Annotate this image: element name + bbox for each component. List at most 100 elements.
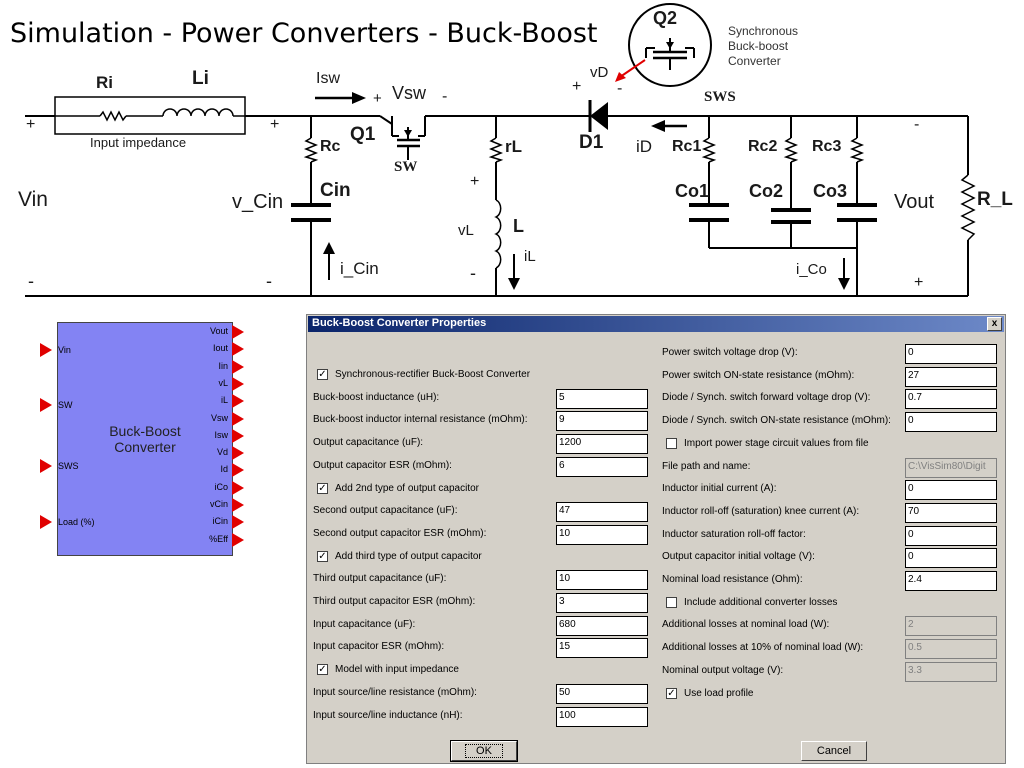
label-vl: vL — [458, 222, 474, 239]
field-row: Second output capacitor ESR (mOhm): 10 — [313, 524, 653, 545]
label-input-impedance: Input impedance — [90, 135, 187, 150]
field-label: Diode / Synch. switch forward voltage dr… — [662, 392, 871, 404]
text-field[interactable]: 0 — [905, 480, 997, 501]
text-field[interactable]: 0 — [905, 548, 997, 569]
output-port-pin[interactable] — [232, 463, 244, 478]
checkbox[interactable]: ✓ — [666, 687, 677, 699]
text-field: 3.3 — [905, 661, 997, 682]
label-rc: Rc — [320, 138, 341, 155]
output-port-pin[interactable] — [232, 359, 244, 374]
field-label: Output capacitor initial voltage (V): — [662, 551, 815, 563]
checkbox-label[interactable]: Use load profile — [684, 687, 754, 699]
text-field[interactable]: 3 — [556, 593, 648, 613]
field-row: Nominal output voltage (V):3.3 — [662, 661, 1002, 682]
output-port-label: Isw — [214, 429, 229, 440]
text-field[interactable]: 10 — [556, 570, 648, 591]
field-label: Second output capacitor ESR (mOhm): — [313, 527, 487, 539]
q2-caption-line2: Buck-boost — [728, 39, 789, 53]
input-port-label: SWS — [58, 461, 79, 471]
text-field[interactable]: 6 — [556, 456, 648, 477]
field-label: Second output capacitance (uF): — [313, 505, 458, 517]
input-port-pin[interactable] — [40, 398, 52, 412]
input-port-pin[interactable] — [40, 343, 52, 357]
checkbox-label[interactable]: Add third type of output capacitor — [335, 550, 482, 562]
text-field[interactable]: 0.7 — [905, 389, 997, 410]
label-rc3: Rc3 — [812, 138, 842, 155]
output-port-pin[interactable] — [232, 480, 244, 495]
ok-button[interactable]: OK — [450, 740, 518, 762]
checkbox-row: ✓ Synchronous-rectifier Buck-Boost Conver… — [313, 366, 653, 386]
field-row: Inductor saturation roll-off factor:0 — [662, 525, 1002, 546]
checkbox[interactable] — [666, 596, 677, 608]
dialog-title: Buck-Boost Converter Properties — [312, 317, 487, 329]
field-label: Buck-boost inductance (uH): — [313, 391, 440, 403]
field-row: Third output capacitance (uF): 10 — [313, 570, 653, 591]
cancel-button[interactable]: Cancel — [801, 741, 867, 761]
field-row: Power switch ON-state resistance (mOhm):… — [662, 366, 1002, 387]
output-port-pin[interactable] — [232, 394, 244, 409]
label-vd: vD — [590, 64, 609, 81]
input-port-pin[interactable] — [40, 459, 52, 473]
text-field[interactable]: 47 — [556, 502, 648, 523]
text-field[interactable]: 0 — [905, 525, 997, 546]
output-port-pin[interactable] — [232, 342, 244, 357]
output-port-pin[interactable] — [232, 411, 244, 426]
label-il: iL — [524, 248, 536, 265]
text-field[interactable]: 0 — [905, 412, 997, 433]
text-field[interactable]: 5 — [556, 388, 648, 409]
checkbox-label[interactable]: Import power stage circuit values from f… — [684, 437, 869, 449]
text-field[interactable]: 70 — [905, 502, 997, 523]
checkbox[interactable]: ✓ — [317, 369, 328, 380]
text-field[interactable]: 10 — [556, 524, 648, 545]
field-row: Additional losses at nominal load (W):2 — [662, 616, 1002, 637]
dialog-titlebar[interactable]: Buck-Boost Converter Properties x — [308, 316, 1004, 332]
label-vin: Vin — [18, 188, 48, 211]
field-label: Third output capacitance (uF): — [313, 573, 447, 585]
checkbox[interactable] — [666, 437, 677, 449]
checkbox-label[interactable]: Model with input impedance — [335, 664, 459, 676]
output-port-pin[interactable] — [232, 515, 244, 530]
text-field[interactable]: 27 — [905, 366, 997, 387]
ok-button-label: OK — [465, 744, 503, 758]
text-field[interactable]: 50 — [556, 683, 648, 704]
output-port-pin[interactable] — [232, 498, 244, 512]
text-field[interactable]: 15 — [556, 638, 648, 659]
text-field[interactable]: 680 — [556, 615, 648, 636]
output-port-label: Id — [220, 464, 228, 475]
checkbox[interactable]: ✓ — [317, 550, 328, 562]
text-field[interactable]: 100 — [556, 706, 648, 727]
output-port-pin[interactable] — [232, 428, 244, 443]
label-vout-minus: - — [914, 116, 920, 133]
checkbox[interactable]: ✓ — [317, 664, 328, 676]
checkbox-label[interactable]: Synchronous-rectifier Buck-Boost Convert… — [335, 369, 531, 380]
label-ri: Ri — [96, 73, 113, 92]
input-port-label: Vin — [58, 345, 71, 355]
checkbox[interactable]: ✓ — [317, 482, 328, 494]
block-title-line2: Converter — [114, 439, 176, 455]
label-l-plus: + — [470, 173, 480, 190]
field-label: Input capacitance (uF): — [313, 618, 416, 630]
checkbox-label[interactable]: Include additional converter losses — [684, 596, 838, 608]
output-port-pin[interactable] — [232, 446, 244, 461]
text-field[interactable]: 1200 — [556, 434, 648, 455]
close-button[interactable]: x — [987, 317, 1002, 331]
checkbox-row: Import power stage circuit values from f… — [662, 435, 1002, 455]
text-field[interactable]: 9 — [556, 411, 648, 432]
properties-dialog: Buck-Boost Converter Properties x ✓ Synch… — [306, 314, 1006, 764]
field-row: Power switch voltage drop (V):0 — [662, 344, 1002, 364]
label-li: Li — [192, 68, 209, 89]
q2-caption-line3: Converter — [728, 54, 781, 68]
output-port-pin[interactable] — [232, 532, 244, 547]
output-port-pin[interactable] — [232, 376, 244, 391]
label-co1: Co1 — [675, 181, 710, 201]
field-row: Input source/line resistance (mOhm):50 — [313, 683, 653, 704]
checkbox-row: ✓ Add third type of output capacitor — [313, 548, 653, 568]
label-co2: Co2 — [749, 181, 784, 201]
text-field[interactable]: 0 — [905, 344, 997, 364]
text-field[interactable]: 2.4 — [905, 571, 997, 591]
label-l: L — [513, 216, 524, 236]
output-port-pin[interactable] — [232, 325, 244, 339]
input-port-pin[interactable] — [40, 515, 52, 529]
label-rc2: Rc2 — [748, 138, 778, 155]
checkbox-label[interactable]: Add 2nd type of output capacitor — [335, 482, 479, 494]
